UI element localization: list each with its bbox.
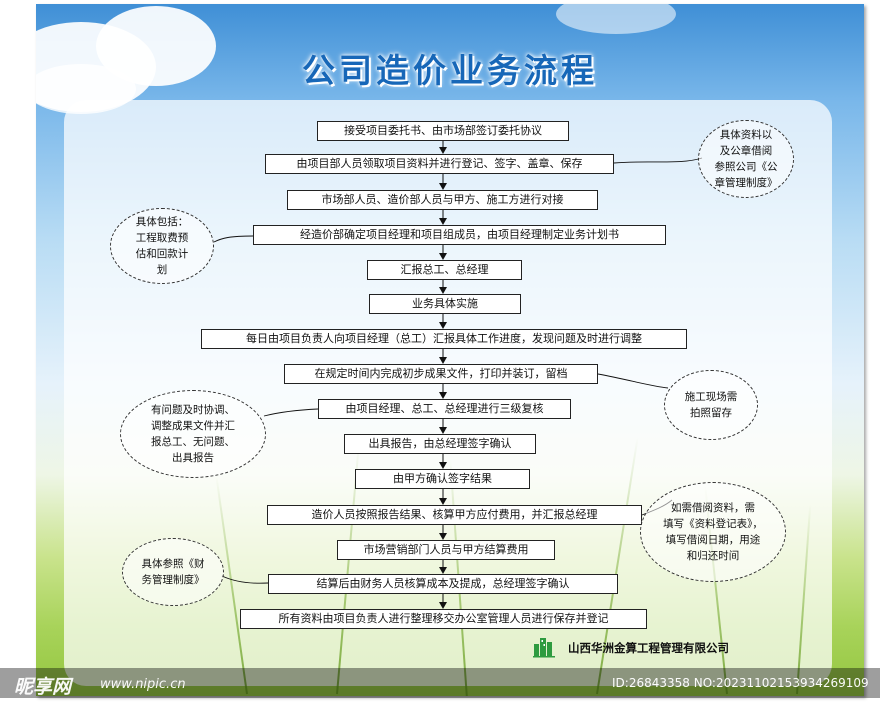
note-plan-contents: 具体包括： 工程取费预 估和回款计 划 xyxy=(110,208,214,284)
flow-step-7: 每日由项目负责人向项目经理（总工）汇报具体工作进度，发现问题及时进行调整 xyxy=(201,329,687,349)
watermark-brand: 昵享网 xyxy=(14,676,72,698)
company-name: 山西华洲金算工程管理有限公司 xyxy=(568,641,729,655)
flow-step-11: 由甲方确认签字结果 xyxy=(355,469,530,489)
watermark-bar xyxy=(0,668,880,698)
note-connector xyxy=(263,408,319,417)
flow-step-2: 由项目部人员领取项目资料并进行登记、签字、盖章、保存 xyxy=(265,154,614,174)
note-connector xyxy=(213,235,254,243)
note-seal-borrow: 具体资料以 及公章借阅 参照公司《公 章管理制度》 xyxy=(698,120,794,198)
note-document-borrow: 如需借阅资料，需 填写《资料登记表》， 填写借阅日期，用途 和归还时间 xyxy=(640,482,786,582)
flow-step-1: 接受项目委托书、由市场部签订委托协议 xyxy=(317,121,569,141)
flow-step-6: 业务具体实施 xyxy=(369,294,521,314)
note-connector xyxy=(221,575,269,584)
flow-step-12: 造价人员按照报告结果、核算甲方应付费用，并汇报总经理 xyxy=(267,505,642,525)
note-connector xyxy=(597,373,669,389)
note-review-issues: 有问题及时协调、 调整成果文件并汇 报总工、无问题、 出具报告 xyxy=(120,390,266,478)
note-finance-rules: 具体参照《财 务管理制度》 xyxy=(122,538,224,606)
flow-step-13: 市场营销部门人员与甲方结算费用 xyxy=(337,540,555,560)
flow-step-8: 在规定时间内完成初步成果文件，打印并装订，留档 xyxy=(284,364,598,384)
flow-step-4: 经造价部确定项目经理和项目组成员，由项目经理制定业务计划书 xyxy=(253,225,666,245)
page-title: 公司造价业务流程 xyxy=(302,51,598,90)
flow-step-15: 所有资料由项目负责人进行整理移交办公室管理人员进行保存并登记 xyxy=(240,609,647,629)
company-logo-icon xyxy=(533,638,555,658)
flow-step-14: 结算后由财务人员核算成本及提成，总经理签字确认 xyxy=(268,574,618,594)
flow-step-5: 汇报总工、总经理 xyxy=(367,260,522,280)
note-connector xyxy=(613,157,703,164)
flow-step-3: 市场部人员、造价部人员与甲方、施工方进行对接 xyxy=(287,190,598,210)
flow-step-9: 由项目经理、总工、总经理进行三级复核 xyxy=(318,399,571,419)
watermark-id: ID:26843358 NO:20231102153934269109 xyxy=(612,676,869,690)
note-site-photos: 施工现场需 拍照留存 xyxy=(664,370,758,440)
flow-step-10: 出具报告，由总经理签字确认 xyxy=(344,434,536,454)
watermark-url: www.nipic.cn xyxy=(100,677,186,692)
